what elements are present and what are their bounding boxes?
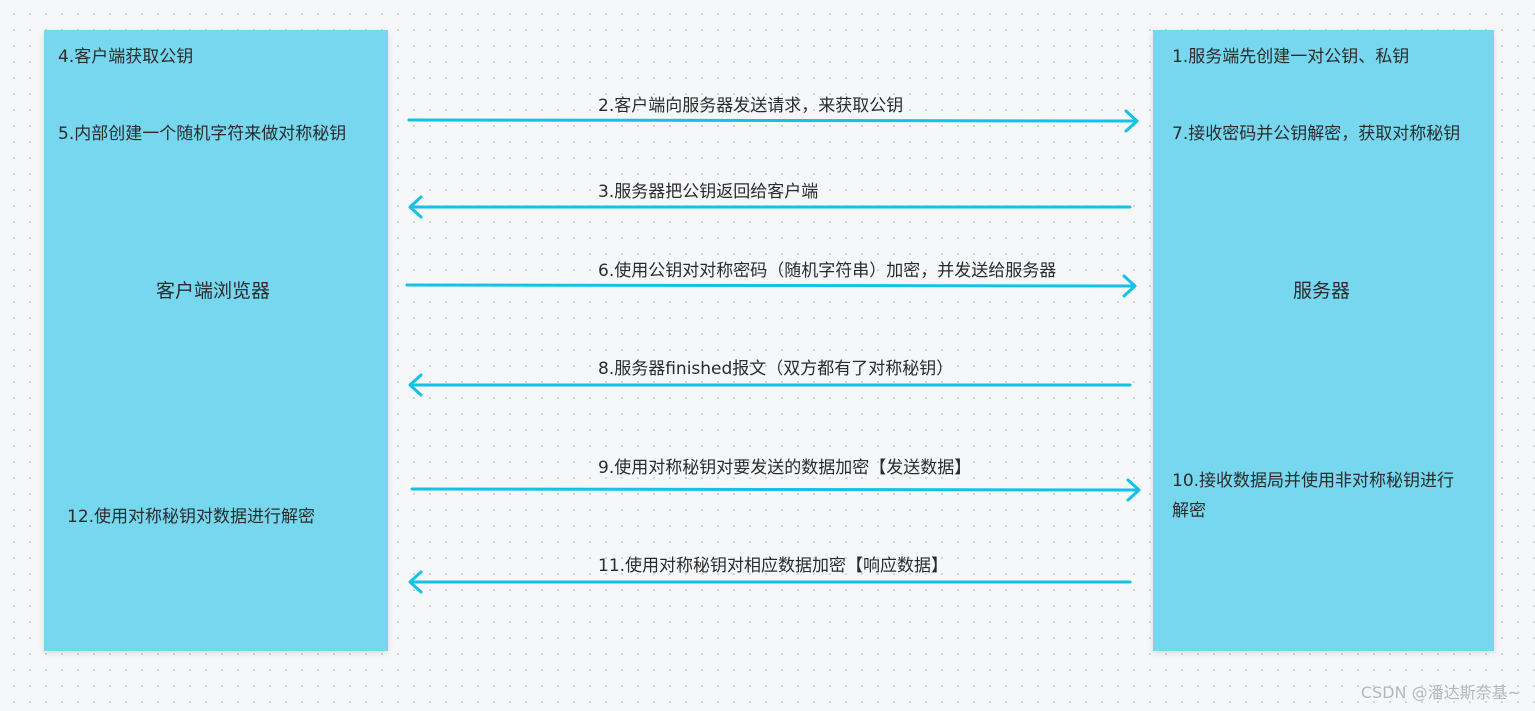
client-note-create-random-key: 5.内部创建一个随机字符来做对称秘钥	[58, 124, 347, 144]
arrow-response-data	[408, 570, 1132, 594]
arrow-send-data	[410, 478, 1141, 502]
server-lane-title: 服务器	[1293, 280, 1351, 302]
arrow-return-public-key	[408, 195, 1132, 219]
server-note-receive-data: 10.接收数据局并使用非对称秘钥进行	[1172, 471, 1455, 491]
message-label-send-data: 9.使用对称秘钥对要发送的数据加密【发送数据】	[598, 458, 972, 478]
message-label-finished: 8.服务器finished报文（双方都有了对称秘钥）	[598, 359, 954, 379]
arrow-send-encrypted-key	[405, 274, 1137, 298]
server-note-receive-data-cont: 解密	[1172, 501, 1206, 521]
server-note-create-key-pair: 1.服务端先创建一对公钥、私钥	[1172, 47, 1410, 67]
message-label-response-data: 11.使用对称秘钥对相应数据加密【响应数据】	[598, 556, 949, 576]
client-note-decrypt-data: 12.使用对称秘钥对数据进行解密	[67, 507, 316, 527]
server-lane	[1153, 30, 1494, 651]
arrow-request-public-key	[407, 109, 1139, 133]
client-lane-title: 客户端浏览器	[156, 280, 271, 302]
message-label-send-encrypted-key: 6.使用公钥对对称密码（随机字符串）加密，并发送给服务器	[598, 261, 1057, 281]
message-label-request-public-key: 2.客户端向服务器发送请求，来获取公钥	[598, 96, 904, 116]
client-lane	[44, 30, 388, 651]
client-note-get-public-key: 4.客户端获取公钥	[58, 47, 194, 67]
message-label-return-public-key: 3.服务器把公钥返回给客户端	[598, 182, 819, 202]
server-note-decrypt-password: 7.接收密码并公钥解密，获取对称秘钥	[1172, 124, 1461, 144]
watermark: CSDN @潘达斯奈基~	[1360, 683, 1521, 702]
arrow-finished	[408, 373, 1132, 397]
